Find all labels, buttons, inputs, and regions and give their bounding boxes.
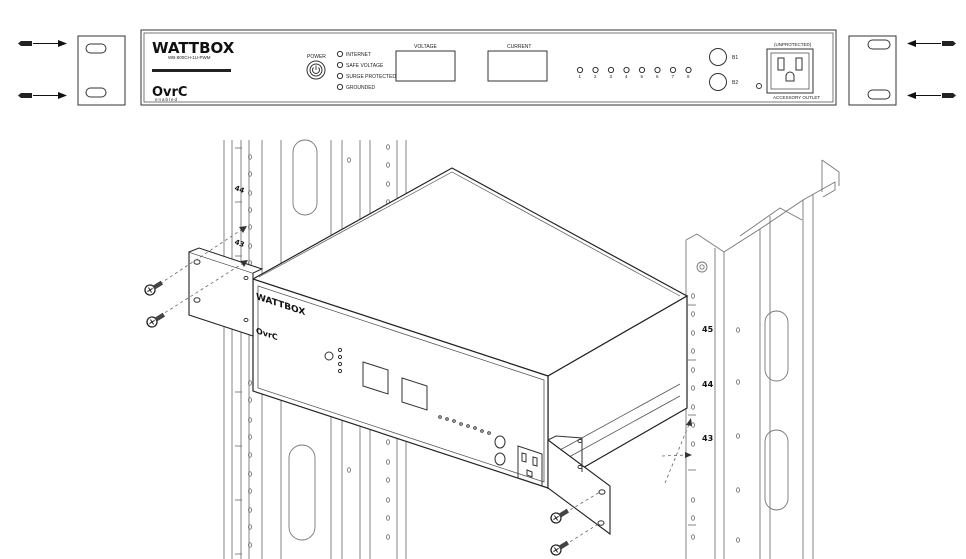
outlet-led-3: 3 [607,66,615,79]
screw-icon [907,92,956,99]
rack-unit-number: 43 [233,238,245,249]
power-button-icon [306,60,326,80]
screw-icon [907,40,956,47]
outlet-led-1: 1 [576,66,584,79]
rack-unit-number: 43 [702,434,713,443]
outlet-led-4: 4 [623,66,630,79]
indicator-internet: INTERNET [336,50,371,58]
front-panel-elevation: WATTBOX WB-800CH-1U-PWM OvrC enabled POW… [18,29,956,106]
svg-text:B1: B1 [732,55,738,61]
ovrc-logo-sub: enabled [155,97,178,102]
outlet-icon [766,48,814,94]
current-label: CURRENT [507,44,531,50]
screw-icon [18,92,67,99]
svg-text:7: 7 [672,74,675,79]
svg-text:4: 4 [625,74,628,79]
indicator-list: INTERNET SAFE VOLTAGE SURGE PROTECTED GR… [336,50,396,91]
svg-text:5: 5 [641,74,644,79]
indicator-grounded: GROUNDED [336,83,376,91]
indicator-safe-voltage: SAFE VOLTAGE [336,61,384,69]
left-rack-ear-iso [188,247,264,337]
right-rack-ear [848,35,897,106]
svg-text:1: 1 [579,74,582,79]
indicator-surge-protected: SURGE PROTECTED [336,72,396,80]
svg-text:B2: B2 [732,80,738,86]
right-rack-ear-iso [547,435,611,536]
current-display [487,50,548,82]
svg-text:GROUNDED: GROUNDED [346,85,376,91]
power-label: POWER [307,54,326,60]
outlet-led-8: 8 [685,66,692,79]
outlet-led-5: 5 [638,66,646,79]
brand-name: WATTBOX [152,39,235,57]
screw-icon [144,280,164,296]
rack-unit-number: 44 [702,380,714,389]
svg-text:3: 3 [610,74,613,79]
outlet-leds: 1 2 3 4 5 6 7 8 [576,66,692,79]
pdu-isometric: WATTBOX OvrC [251,167,689,490]
chassis-front [140,29,837,106]
svg-text:6: 6 [656,74,659,79]
outlet-led-7: 7 [669,66,677,79]
svg-text:SURGE PROTECTED: SURGE PROTECTED [346,74,396,80]
brand-model: WB-800CH-1U-PWM [168,55,211,60]
label-strip [152,69,231,72]
rack-unit-number: 45 [702,325,714,334]
svg-text:SAFE VOLTAGE: SAFE VOLTAGE [346,63,384,69]
outlet-led-6: 6 [654,66,661,79]
button-b1: B1 [709,48,738,66]
button-b2: B2 [709,73,738,91]
svg-text:INTERNET: INTERNET [346,52,371,58]
voltage-label: VOLTAGE [414,44,438,50]
screw-icon [550,540,570,556]
ovrc-logo: OvrC [152,85,187,100]
svg-text:2: 2 [594,74,597,79]
status-led [756,83,762,89]
rack-unit-number: 44 [233,184,245,195]
outlet-led-2: 2 [592,66,599,79]
accessory-outlet-label: ACCESSORY OUTLET [773,95,820,100]
svg-text:8: 8 [687,74,690,79]
screw-icon [550,508,570,524]
screw-icon [146,312,166,328]
rack-rail-right: 45 44 43 [685,159,840,559]
unprotected-label: (UNPROTECTED) [774,42,812,47]
left-rack-ear [77,35,126,106]
screw-icon [18,40,67,47]
voltage-display [395,50,456,82]
